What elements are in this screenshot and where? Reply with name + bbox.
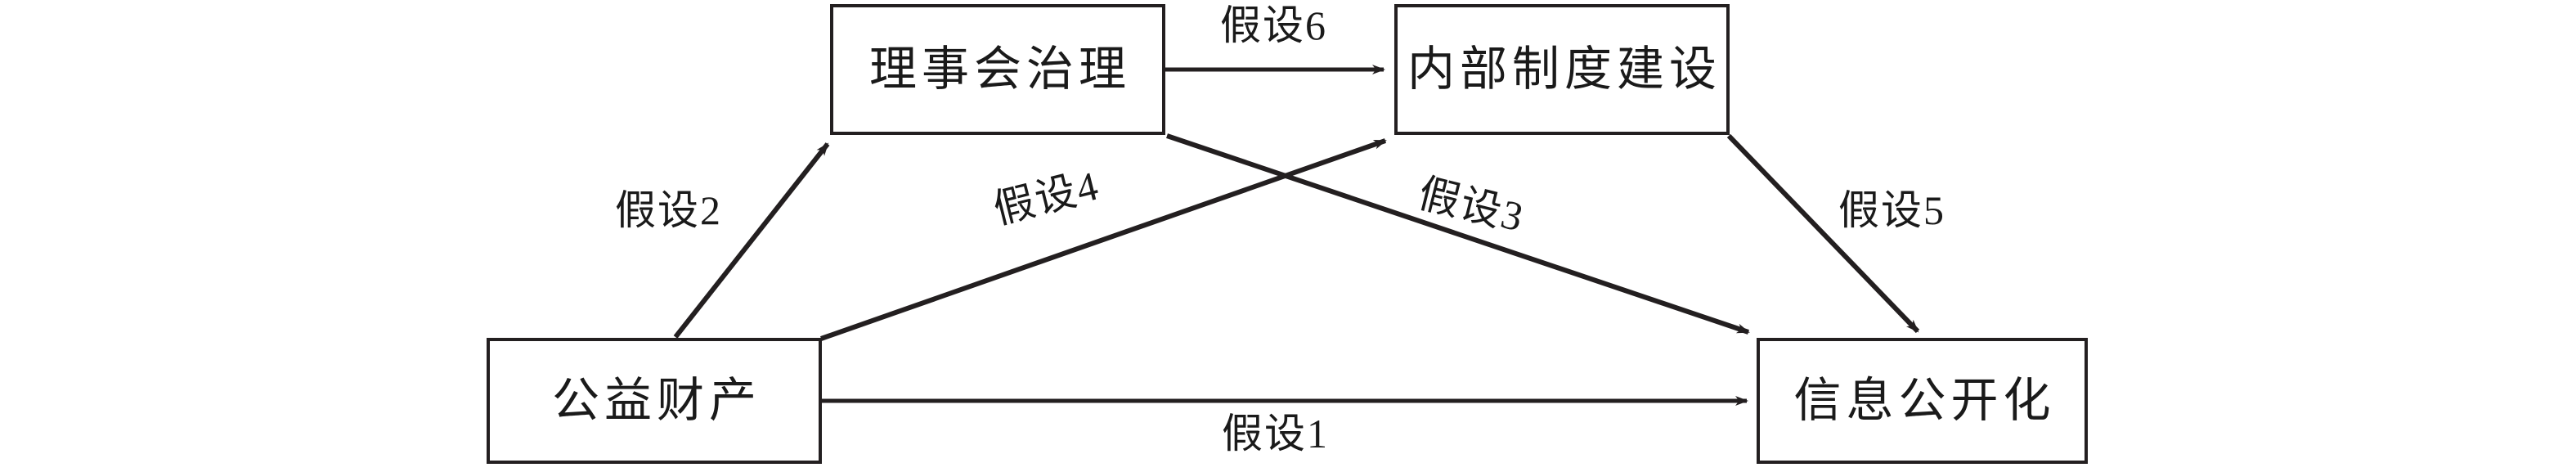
edge-line-h5 — [1726, 133, 1920, 334]
edge-label-hypothesis-2: 假设2 — [615, 187, 722, 233]
node-public-welfare-property[interactable]: 公益财产 — [487, 338, 822, 464]
node-internal-system-label: 内部制度建设 — [1407, 43, 1721, 96]
node-information-disclosure-label: 信息公开化 — [1793, 374, 2056, 427]
node-board-governance-label: 理事会治理 — [868, 43, 1131, 96]
edge-line-h4 — [820, 138, 1387, 341]
node-board-governance[interactable]: 理事会治理 — [830, 4, 1165, 135]
edge-line-h2 — [673, 142, 830, 339]
node-information-disclosure[interactable]: 信息公开化 — [1757, 338, 2088, 464]
edge-label-hypothesis-5: 假设5 — [1838, 187, 1945, 233]
node-public-welfare-property-label: 公益财产 — [551, 374, 761, 427]
edge-label-hypothesis-1: 假设1 — [1222, 411, 1329, 456]
edge-label-hypothesis-6: 假设6 — [1220, 2, 1327, 48]
node-internal-system[interactable]: 内部制度建设 — [1394, 4, 1730, 135]
edge-line-h3 — [1166, 133, 1750, 335]
